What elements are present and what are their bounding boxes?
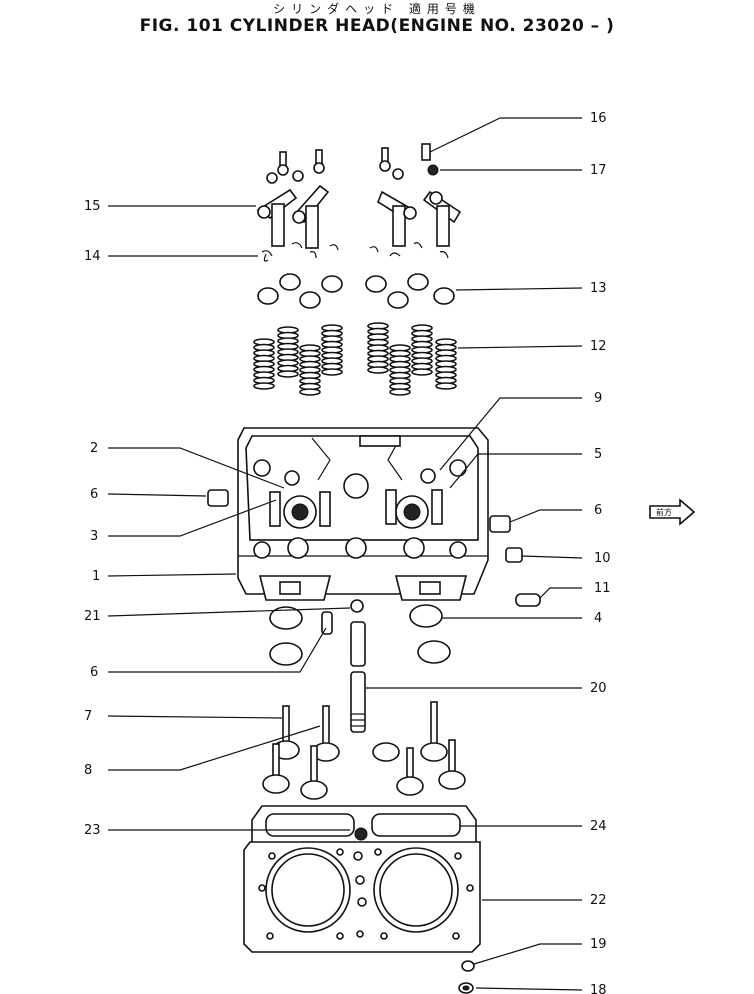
callout-2: 2 [90,441,98,456]
callout-11: 8 [84,763,92,778]
callout-21: 23 [84,823,101,838]
callout-4: 4 [594,611,602,626]
valve-head [420,742,448,762]
callout-10: 7 [84,709,92,724]
callout-7: 9 [594,391,602,406]
callout-12: 12 [590,339,607,354]
callout-5: 5 [594,447,602,462]
callout-9: 11 [594,581,611,596]
callout-6-b: 6 [594,503,602,518]
callout-6-c: 6 [90,665,98,680]
valve-springs [253,322,457,396]
spring-coil [389,388,411,396]
callout-6-a: 6 [90,487,98,502]
callout-1: 1 [92,569,100,584]
valve-head [262,774,290,794]
valve-seats [269,604,451,666]
bottom-washers [458,960,475,994]
valves [262,701,466,800]
callout-17: 17 [590,163,607,178]
callout-19: 21 [84,609,101,624]
callout-22: 24 [590,819,607,834]
callout-16: 16 [590,111,607,126]
valve-head [372,742,400,762]
callout-24: 19 [590,937,607,952]
spring-coil [411,368,433,376]
spring-coil [253,382,275,390]
adjusting-screws [266,143,439,184]
plugs [207,489,541,635]
callout-labels: 16 17 15 14 13 12 9 2 5 6 6 3 10 1 11 21… [84,111,611,994]
spring-coil [321,368,343,376]
callout-3: 3 [90,529,98,544]
figure-title: FIG. 101 CYLINDER HEAD(ENGINE NO. 23020 … [139,16,615,36]
callout-23: 18 [590,983,607,994]
head-gasket [243,805,481,953]
forward-direction-arrow: 前方 [649,498,696,526]
spring-coil [435,382,457,390]
leader-lines [107,117,583,991]
spring-coil [299,388,321,396]
valve-head [300,780,328,800]
valve-cotters [261,242,449,262]
callout-18: 20 [590,681,607,696]
valve-head [438,770,466,790]
title-japanese: シリンダヘッド 適用号機 [273,2,481,16]
guide-tube [350,599,366,733]
spring-retainers [257,273,455,309]
callout-14: 14 [84,249,101,264]
callout-8: 10 [594,551,611,566]
spring-coil [367,366,389,374]
valve-head [396,776,424,796]
spring-coil [277,370,299,378]
callout-20: 22 [590,893,607,908]
rocker-arms [256,184,462,249]
callout-15: 15 [84,199,101,214]
cylinder-head [237,427,489,601]
direction-label: 前方 [656,507,672,517]
callout-13: 13 [590,281,607,296]
